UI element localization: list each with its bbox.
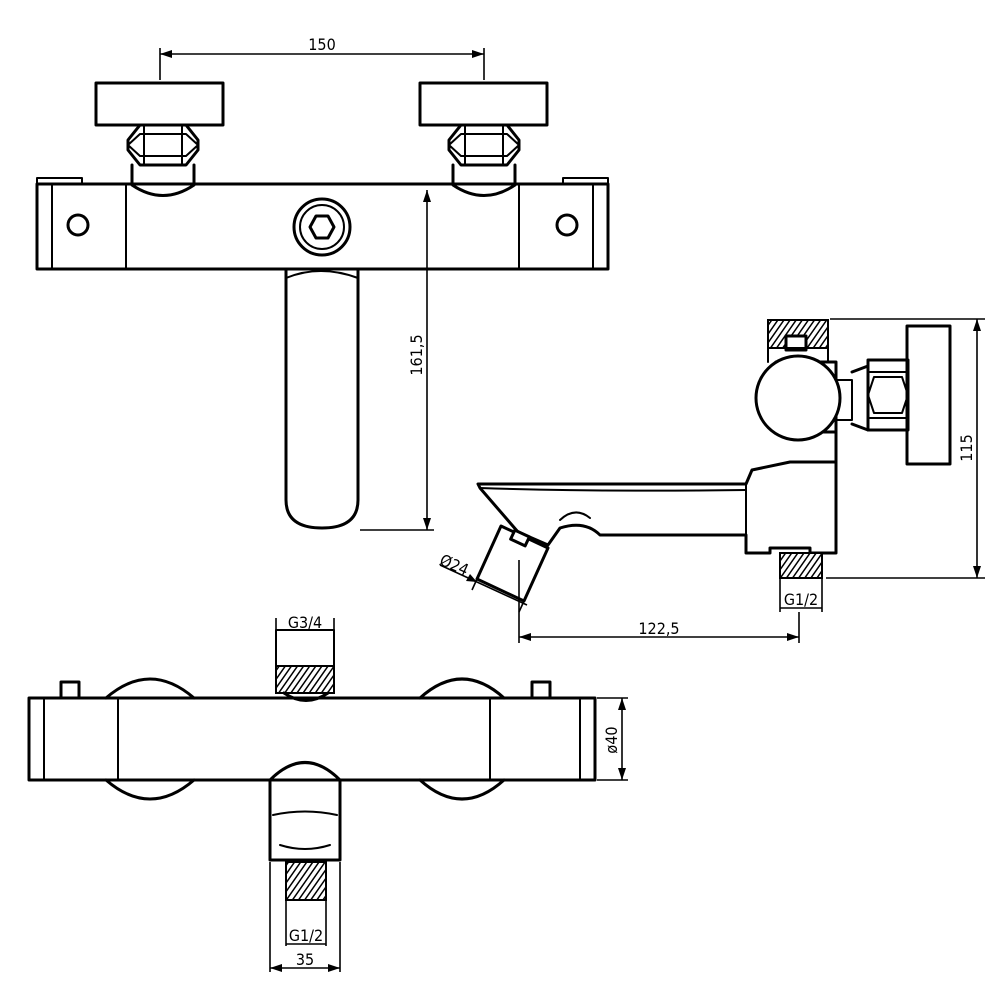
dim-161-5-label: 161,5 [407,334,426,375]
spout-side [476,430,838,555]
spout-outlet [475,524,550,603]
right-hex-nut [447,123,521,167]
top-right-pin [530,680,552,700]
side-round-body [754,354,842,442]
dim-122-5-label: 122,5 [638,619,679,638]
top-left-pin [59,680,81,700]
side-hex-nut [866,358,910,432]
top-view: G3/4 ø40 G1/2 35 [27,613,628,972]
right-mount-hole [555,213,579,237]
front-view: 150 161,5 [35,35,610,531]
dim-115-label: 115 [957,434,976,461]
mixer-body [35,182,610,271]
dim-g34: G3/4 [275,613,335,632]
top-body [27,696,597,782]
top-right-handle [418,677,506,700]
top-outlet-thread [275,665,335,694]
dim-150-label: 150 [308,35,335,54]
top-spout [268,761,342,862]
left-neck [130,163,196,197]
left-handle-cap [94,81,225,127]
spout-front [284,267,360,530]
dim-35-label: 35 [296,950,314,969]
dim-35: 35 [269,862,341,972]
dim-150: 150 [159,35,485,80]
top-left-handle [104,677,196,700]
dim-g34-label: G3/4 [288,613,322,632]
dim-115: 115 [826,318,985,579]
top-inlet-thread [285,861,327,901]
left-hex-nut [126,123,200,167]
side-inlet-thread [779,552,823,579]
dim-g12-side: G1/2 [779,578,823,612]
dim-161-5: 161,5 [360,190,434,531]
right-handle-cap [418,81,549,127]
dim-o24-label: Ø24 [437,550,472,579]
side-handle [905,324,952,466]
dim-g12-top-label: G1/2 [289,926,323,945]
diverter-knob [292,197,352,257]
dim-o40-label: ø40 [602,726,621,753]
right-neck [451,163,517,197]
dim-g12-side-label: G1/2 [784,590,818,609]
left-mount-hole [66,213,90,237]
dim-g12-top: G1/2 [285,900,327,946]
side-view: 115 Ø24 G1/2 122,5 [437,318,985,643]
dim-122-5: 122,5 [518,560,800,643]
dim-o40: ø40 [597,697,628,781]
